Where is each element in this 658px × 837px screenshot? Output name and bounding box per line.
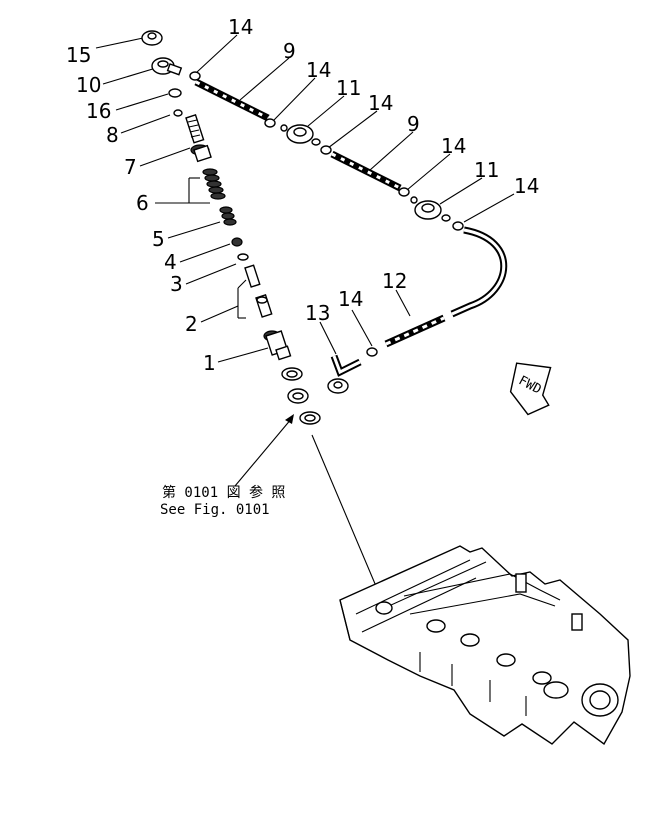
reference-arrowhead (285, 414, 294, 424)
part-2-plunger (244, 264, 273, 318)
part-16-washer (168, 88, 182, 98)
fwd-direction-marker: FWD (509, 362, 552, 416)
callout-14-e: 14 (514, 174, 539, 198)
callout-1: 1 (203, 351, 216, 375)
part-14-clamp-e (452, 221, 464, 231)
callout-14-d: 14 (441, 134, 466, 158)
callout-6: 6 (136, 191, 149, 215)
callout-2: 2 (185, 312, 198, 336)
callout-7: 7 (124, 155, 137, 179)
part-1-body (263, 330, 292, 361)
part-11-eye-bolt-b (410, 196, 451, 222)
callout-14-b: 14 (306, 58, 331, 82)
cylinder-head (339, 545, 631, 746)
reference-japanese: 第 0101 図 参 照 (162, 484, 285, 501)
part-14-clamp-b (264, 118, 276, 128)
callout-11-a: 11 (336, 76, 361, 100)
part-12-tube (384, 314, 446, 348)
callout-15: 15 (66, 43, 91, 67)
part-10-eye-bolt (151, 57, 183, 76)
callout-13: 13 (305, 301, 330, 325)
reference-english: See Fig. 0101 (160, 502, 270, 518)
part-7-fitting (185, 114, 212, 163)
callout-11-b: 11 (474, 158, 499, 182)
curved-pipe (450, 226, 508, 318)
reference-note: 第 0101 図 参 照 See Fig. 0101 (160, 484, 285, 518)
part-15-cap (141, 30, 163, 46)
callout-10: 10 (76, 73, 101, 97)
part-8-ring (173, 109, 183, 117)
leader-lines (95, 34, 515, 606)
callout-12: 12 (382, 269, 407, 293)
part-14-clamp-f (366, 347, 378, 357)
part-4-ball (231, 237, 243, 247)
part-14-clamp-d (398, 187, 410, 197)
part-3-seat (237, 253, 249, 261)
part-14-clamp-c (320, 145, 332, 155)
callout-14-a: 14 (228, 15, 253, 39)
lower-washers (281, 367, 321, 425)
callout-16: 16 (86, 99, 111, 123)
callout-9-a: 9 (283, 39, 296, 63)
part-5-spring (219, 206, 237, 226)
part-9-tube-b (330, 150, 402, 192)
part-6-spring (202, 168, 226, 200)
callout-9-b: 9 (407, 112, 420, 136)
callout-labels: 15 10 16 8 7 6 5 4 3 2 1 14 9 14 11 14 9… (66, 15, 539, 375)
part-14-clamp-a (189, 71, 201, 81)
callout-5: 5 (152, 227, 165, 251)
part-9-tube-a (194, 78, 270, 122)
callout-8: 8 (106, 123, 119, 147)
part-11-eye-bolt-a (280, 124, 321, 146)
callout-14-f: 14 (338, 287, 363, 311)
part-13-elbow (327, 354, 362, 394)
callout-14-c: 14 (368, 91, 393, 115)
callout-4: 4 (164, 250, 177, 274)
callout-3: 3 (170, 272, 183, 296)
